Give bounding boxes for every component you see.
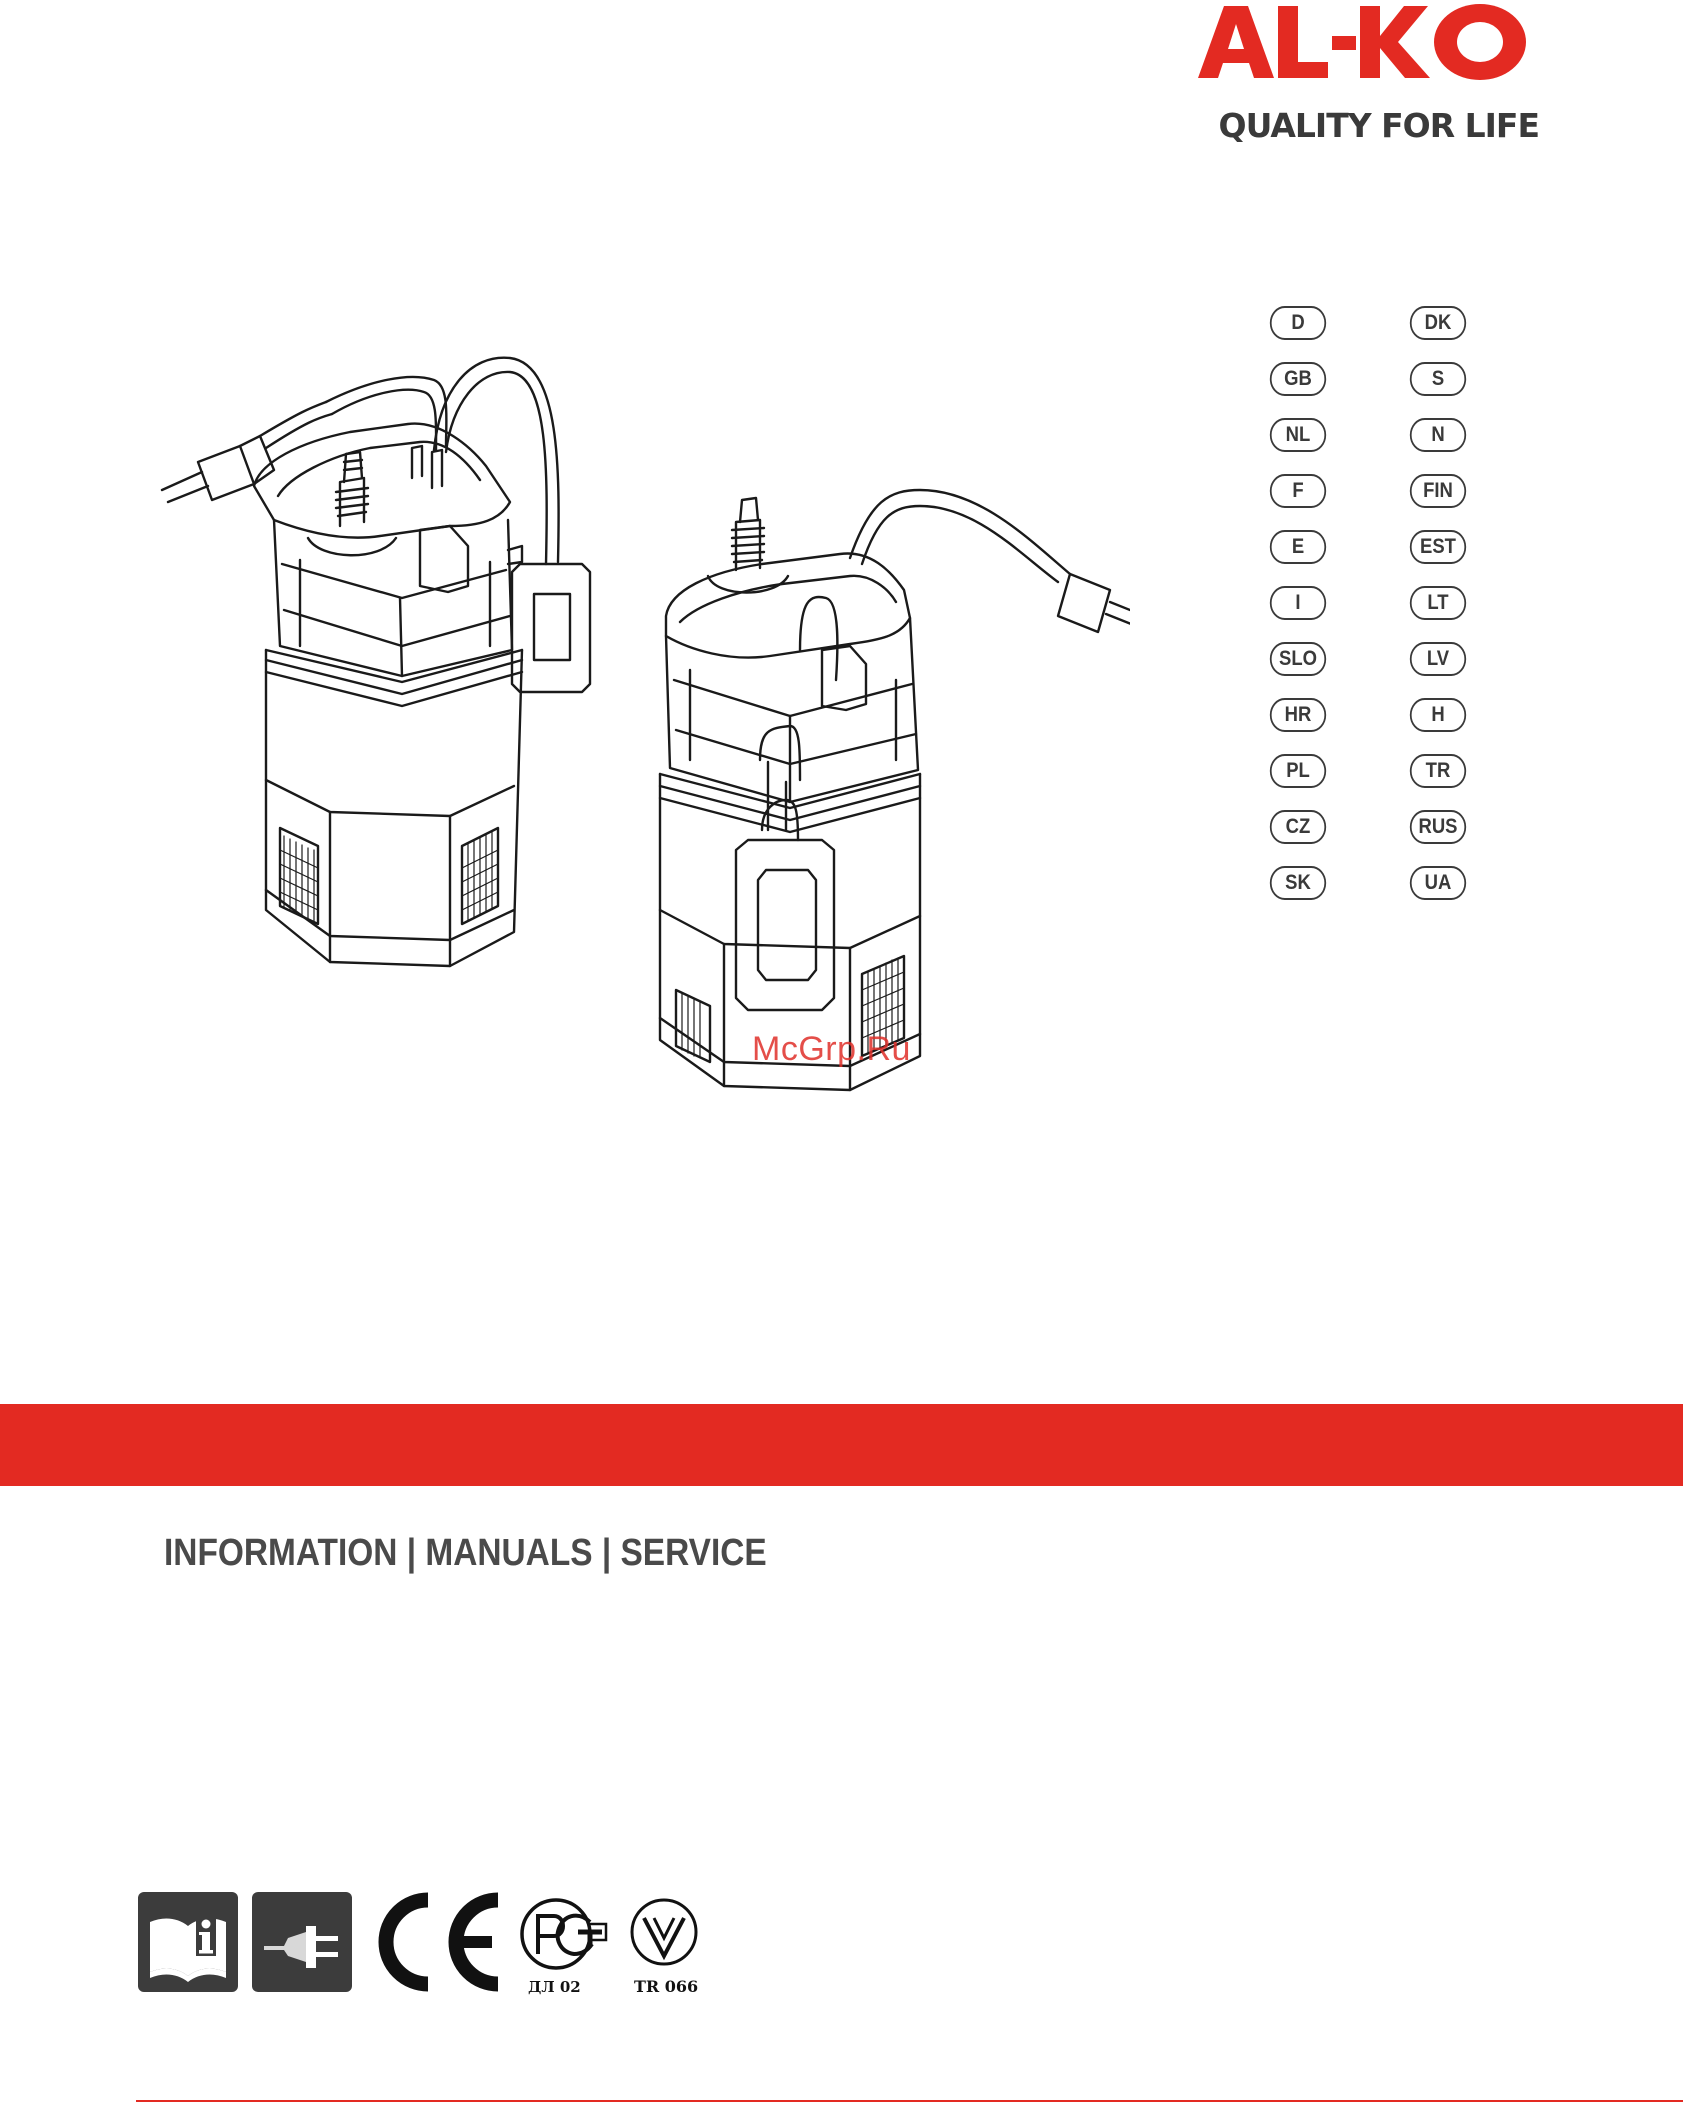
lang-badge-e: E <box>1270 530 1326 564</box>
brand-logo <box>1158 0 1538 90</box>
lang-badge-lt: LT <box>1410 586 1466 620</box>
lang-badge-tr: TR <box>1410 754 1466 788</box>
lang-badge-gb: GB <box>1270 362 1326 396</box>
lang-badge-dk: DK <box>1410 306 1466 340</box>
left-pump-drawing <box>162 358 590 966</box>
ce-mark <box>368 1892 508 1992</box>
al-ko-logo-icon <box>1198 0 1538 90</box>
lang-badge-d: D <box>1270 306 1326 340</box>
lang-badge-n: N <box>1410 418 1466 452</box>
unplug-icon <box>252 1892 352 1992</box>
lang-badge-rus: RUS <box>1410 810 1466 844</box>
lang-badge-ua: UA <box>1410 866 1466 900</box>
lang-badge-hr: HR <box>1270 698 1326 732</box>
lang-badge-cz: CZ <box>1270 810 1326 844</box>
certification-row: ДЛ 02 TR 066 <box>138 1892 698 2002</box>
tr-caption: TR 066 <box>634 1977 698 1996</box>
lang-badge-s: S <box>1410 362 1466 396</box>
right-pump-drawing <box>660 490 1130 1090</box>
lang-badge-pl: PL <box>1270 754 1326 788</box>
watermark: McGrp.Ru <box>752 1030 911 1069</box>
red-band <box>0 1404 1683 1486</box>
lang-badge-nl: NL <box>1270 418 1326 452</box>
service-title: INFORMATION | MANUALS | SERVICE <box>164 1532 767 1575</box>
lang-badge-h: H <box>1410 698 1466 732</box>
brand-tagline: QUALITY FOR LIFE <box>1219 106 1539 145</box>
bottom-rule <box>136 2100 1683 2102</box>
pct-caption: ДЛ 02 <box>528 1978 581 1996</box>
lang-badge-slo: SLO <box>1270 642 1326 676</box>
pump-illustration <box>150 350 1130 1180</box>
lang-badge-est: EST <box>1410 530 1466 564</box>
lang-badge-sk: SK <box>1270 866 1326 900</box>
read-manual-icon <box>138 1892 238 1992</box>
pct-mark: ДЛ 02 <box>514 1892 614 2002</box>
lang-badge-i: I <box>1270 586 1326 620</box>
lang-badge-fin: FIN <box>1410 474 1466 508</box>
eac-tr-mark: TR 066 <box>626 1892 706 2002</box>
lang-badge-f: F <box>1270 474 1326 508</box>
lang-badge-lv: LV <box>1410 642 1466 676</box>
